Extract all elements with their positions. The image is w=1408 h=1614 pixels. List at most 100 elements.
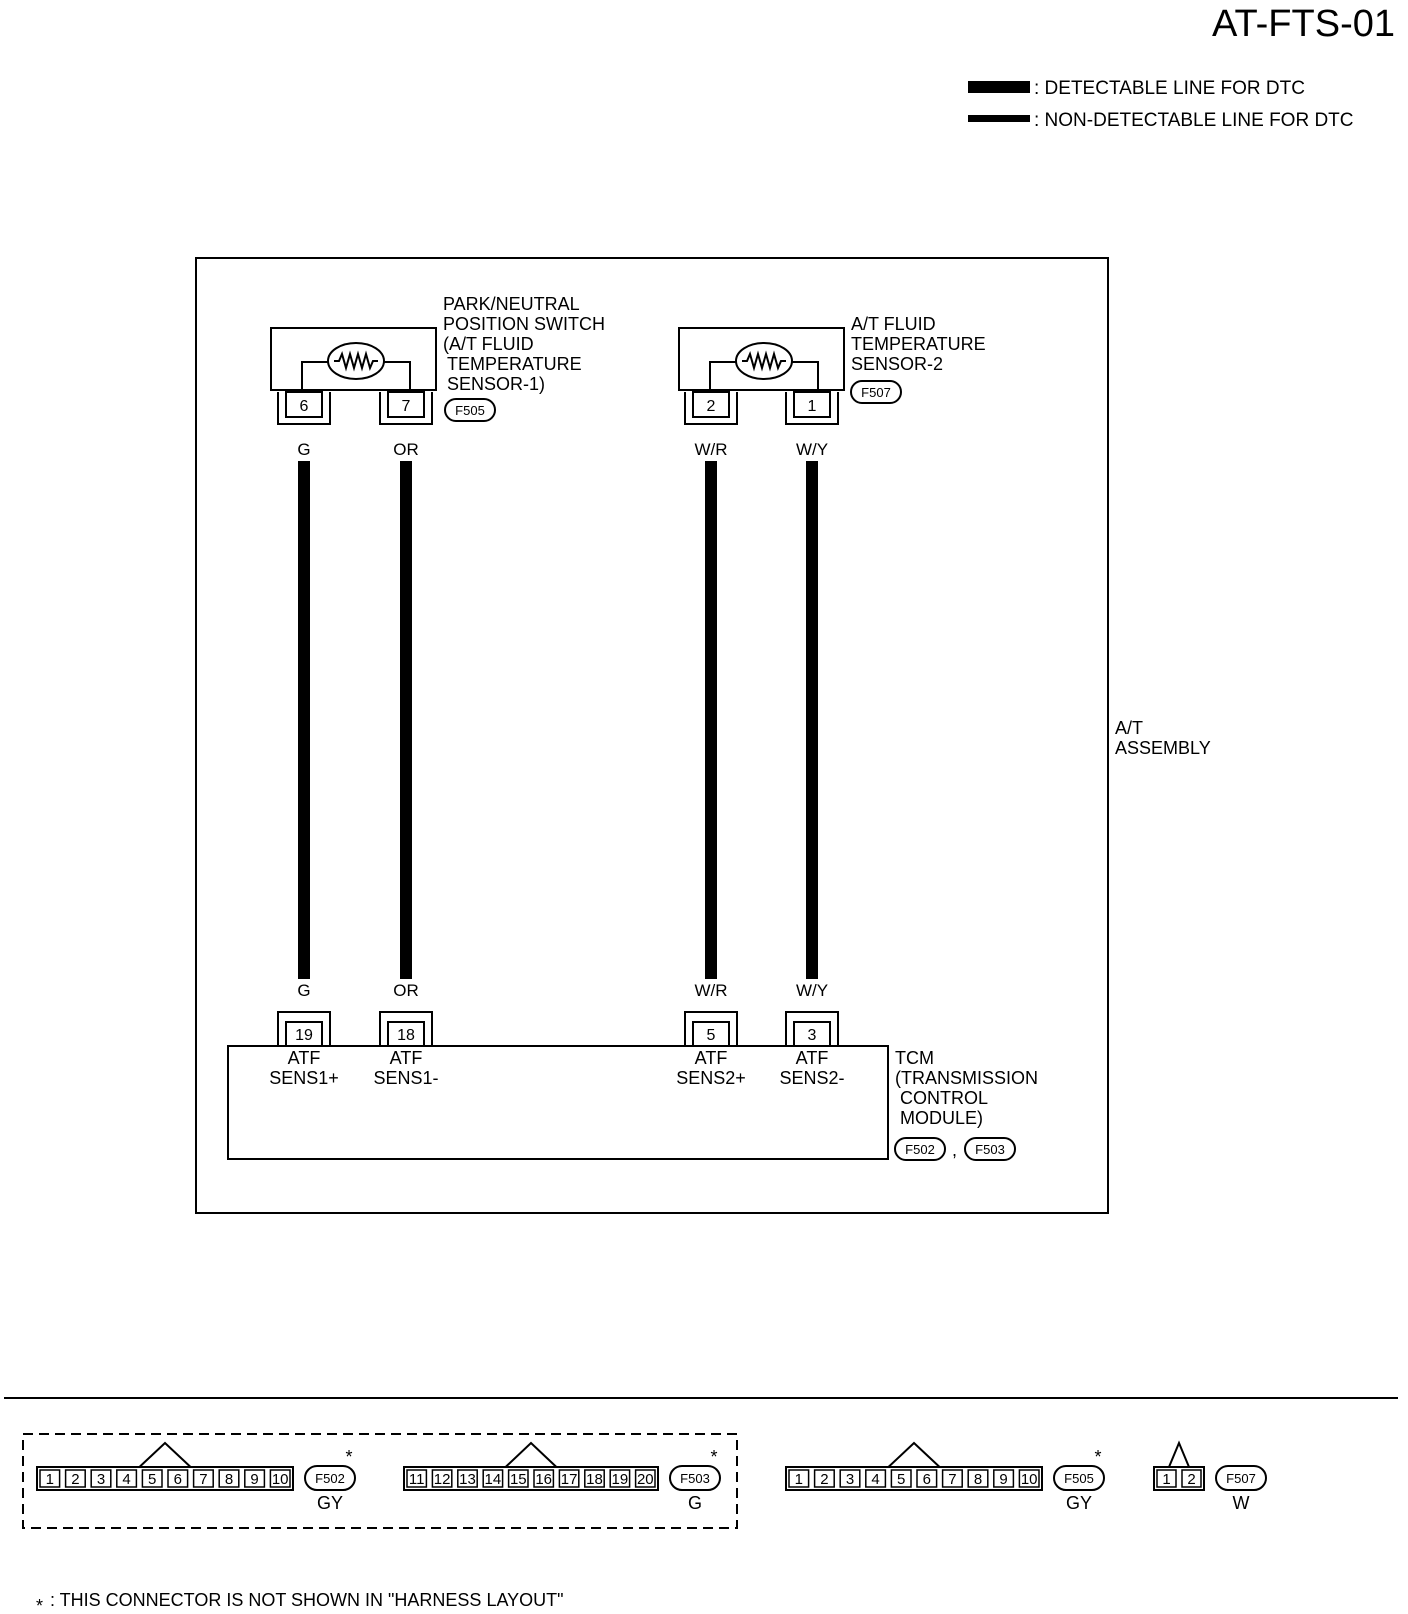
connector-pin-number: 5	[897, 1471, 905, 1488]
sensor2-label-line2: TEMPERATURE	[851, 334, 986, 354]
tcm-terminal-name-3b: SENS2+	[676, 1068, 746, 1088]
connector-pin-cell	[941, 1469, 963, 1488]
connector-star: *	[1094, 1447, 1101, 1467]
wire-or-stub	[400, 973, 412, 979]
sensor2-component	[678, 327, 845, 391]
wire-or	[400, 461, 412, 973]
sensor1-label-line3: (A/T FLUID	[443, 334, 534, 354]
connector-pin-cell	[64, 1469, 86, 1488]
tcm-connector-id-1: F502	[905, 1142, 935, 1157]
connector-pin-cell	[269, 1469, 291, 1488]
connector-pin-number: 17	[561, 1471, 578, 1488]
connector-star: *	[345, 1447, 352, 1467]
connector-pin-number: 4	[871, 1471, 879, 1488]
connector-pin-cell	[431, 1469, 453, 1488]
tcm-terminal-name-2b: SENS1-	[373, 1068, 438, 1088]
connector-pin-number: 7	[199, 1471, 207, 1488]
connector-pin-cell	[192, 1469, 214, 1488]
connector-pin-cell	[167, 1469, 189, 1488]
tcm-terminal-name-4b: SENS2-	[779, 1068, 844, 1088]
sensor1-connector-id: F505	[455, 403, 485, 418]
connector-pin-number: 4	[122, 1471, 130, 1488]
connector-pin-number: 8	[974, 1471, 982, 1488]
connector-pin-cell	[558, 1469, 580, 1488]
wire-color-bottom-2: OR	[393, 981, 419, 1000]
connector-star: *	[710, 1447, 717, 1467]
connector-pin-cell	[482, 1469, 504, 1488]
connector-id-tag	[1215, 1465, 1267, 1491]
tcm-label-line4: MODULE)	[900, 1108, 983, 1128]
connector-pin-cell	[457, 1469, 478, 1488]
wire-wr-stub	[705, 973, 717, 979]
wire-color-top-2: OR	[393, 440, 419, 459]
tcm-pin-18-terminal	[379, 1011, 433, 1047]
connector-pin-number: 18	[586, 1471, 603, 1488]
connector-pin-cell	[609, 1469, 631, 1488]
connector-pin-cell	[584, 1469, 605, 1488]
connector-pin-cell	[890, 1469, 912, 1488]
connector-pin-number: 14	[485, 1471, 502, 1488]
tcm-pin-19: 19	[295, 1027, 313, 1044]
sensor1-pin-7: 7	[402, 398, 411, 415]
tcm-pin-3-terminal	[785, 1011, 839, 1047]
connector-pin-cell	[967, 1469, 989, 1488]
connector-pin-number: 6	[923, 1471, 931, 1488]
connector-pin-cell	[1181, 1469, 1202, 1488]
connector-tag-F503	[964, 1137, 1016, 1161]
connector-pin-cell	[116, 1469, 138, 1488]
tcm-box	[227, 1045, 889, 1160]
sensor1-pin-6: 6	[300, 398, 309, 415]
wire-wr	[705, 461, 717, 973]
wire-color-bottom-3: W/R	[694, 981, 727, 1000]
connector-pin-cell	[406, 1469, 428, 1488]
wire-color-bottom-4: W/Y	[796, 981, 828, 1000]
connector-id: F505	[1064, 1471, 1094, 1486]
connector-pin-number: 2	[71, 1471, 79, 1488]
footnote-star: *	[36, 1596, 43, 1614]
legend-detectable-swatch	[968, 81, 1030, 93]
wire-wy-stub	[806, 973, 818, 979]
connector-pin-cell	[90, 1469, 112, 1488]
connector-pin-cell	[1018, 1469, 1040, 1488]
connector-pin-number: 19	[612, 1471, 629, 1488]
connector-tag-F507	[850, 380, 902, 404]
tcm-terminal-name-2a: ATF	[390, 1048, 423, 1068]
connector-pin-number: 12	[434, 1471, 451, 1488]
tcm-terminal-name-4a: ATF	[796, 1048, 829, 1068]
wire-wy	[806, 461, 818, 973]
legend-non-detectable-swatch	[968, 115, 1030, 122]
sensor2-pin-2: 2	[707, 398, 716, 415]
connector-pin-number: 20	[637, 1471, 654, 1488]
connector-pin-number: 10	[272, 1471, 289, 1488]
connector-pin-number: 9	[250, 1471, 258, 1488]
legend-non-detectable-label: : NON-DETECTABLE LINE FOR DTC	[1034, 110, 1354, 131]
connector-pin-cell	[839, 1469, 861, 1488]
connector-tag-F502	[894, 1137, 946, 1161]
connector-pin-number: 2	[1187, 1471, 1195, 1488]
wire-g	[298, 461, 310, 973]
diagram-title: AT-FTS-01	[1212, 3, 1395, 45]
connector-id: F507	[1226, 1471, 1256, 1486]
connector-pin-number: 2	[820, 1471, 828, 1488]
connector-pin-number: 16	[535, 1471, 552, 1488]
connector-latch-icon	[138, 1441, 192, 1468]
tcm-terminal-name-3a: ATF	[695, 1048, 728, 1068]
tcm-label-line2: (TRANSMISSION	[895, 1068, 1038, 1088]
connector-pin-cell	[788, 1469, 810, 1488]
connector-pin-number: 6	[174, 1471, 182, 1488]
connector-id: F503	[680, 1471, 710, 1486]
tcm-terminal-name-1a: ATF	[288, 1048, 321, 1068]
sensor1-component	[270, 327, 437, 391]
tcm-pin-3: 3	[808, 1027, 817, 1044]
connector-latch-icon	[887, 1441, 941, 1468]
connector-pin-number: 5	[148, 1471, 156, 1488]
sensor1-pin-7-terminal	[379, 391, 433, 425]
connector-pin-cell	[993, 1469, 1015, 1488]
sensor1-label-line2: POSITION SWITCH	[443, 314, 605, 334]
connector-pin-number: 13	[459, 1471, 476, 1488]
